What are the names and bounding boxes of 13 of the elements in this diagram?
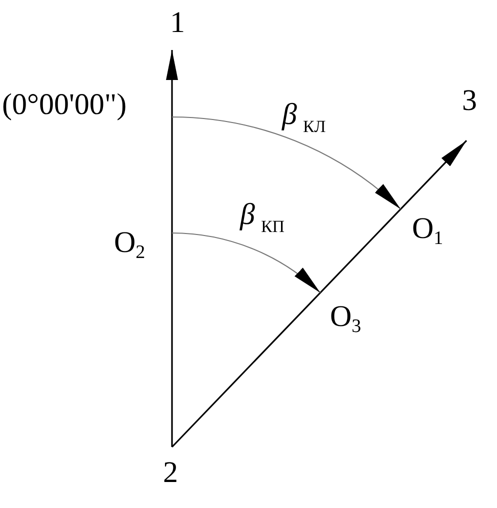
point-label: 3 [462, 84, 477, 118]
point-label: O$_{3}$ [330, 300, 362, 334]
arrow [171, 140, 468, 448]
point-label: 1 [170, 6, 185, 40]
edge-label: β$_{КП}$ [240, 198, 285, 232]
point-label: O$_{2}$ [114, 226, 146, 260]
angle-reading-label: (0°00'00") [2, 88, 127, 122]
angle-arc-arrow [172, 116, 402, 210]
edge-label: β$_{КЛ}$ [282, 98, 326, 132]
point-label: 2 [163, 456, 178, 490]
point-label: O$_{1}$ [412, 212, 444, 246]
angle-arc-arrow [172, 232, 321, 294]
arrow [166, 50, 178, 447]
